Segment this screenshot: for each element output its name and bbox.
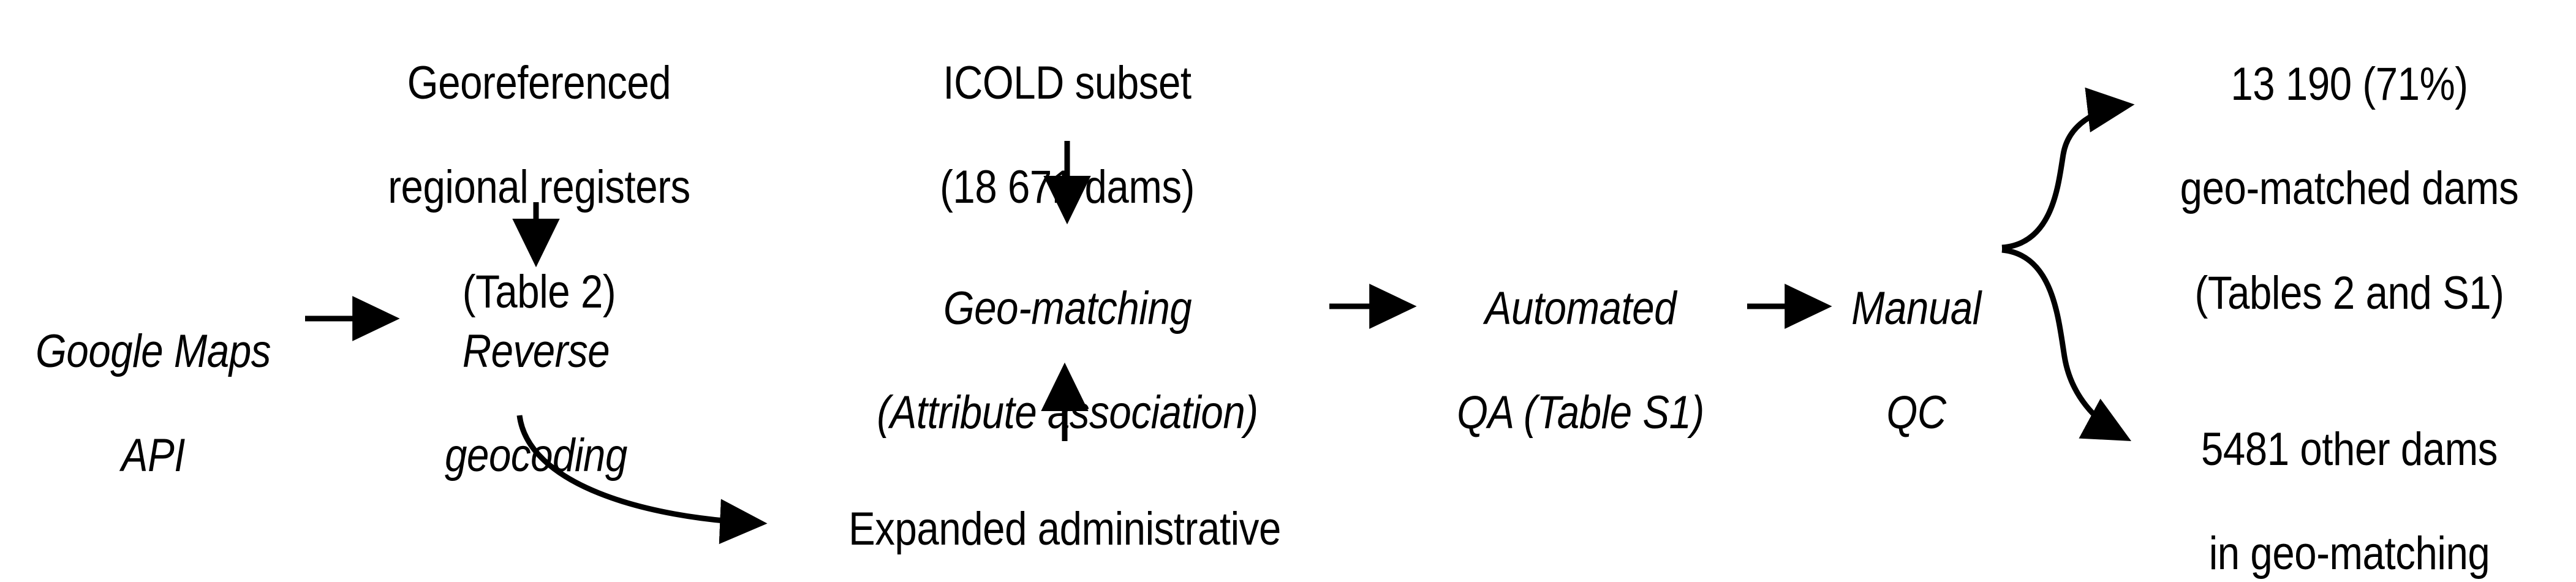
node-google-maps-api-line1: Google Maps — [35, 325, 271, 378]
node-geo-matching-line2: (Attribute association) — [877, 387, 1258, 439]
edge-qc-to-geomatched — [2001, 87, 2135, 251]
node-expanded-details: Expanded administrative details — [828, 451, 1302, 582]
node-regional-registers-line2: regional registers — [388, 161, 690, 214]
node-reverse-geocoding-line1: Reverse — [462, 325, 610, 378]
node-google-maps-api: Google Maps API — [27, 273, 280, 534]
node-reverse-geocoding-line2: geocoding — [445, 429, 627, 482]
node-other-dams-output-line2: in geo-matching — [2208, 527, 2490, 580]
edge-qc-to-other — [2001, 247, 2132, 442]
node-automated-qa-line1: Automated — [1484, 282, 1677, 335]
node-automated-qa-line2: QA (Table S1) — [1433, 387, 1728, 439]
node-other-dams-output: 5481 other dams in geo-matching regions — [2157, 371, 2542, 582]
node-regional-registers-line3: (Table 2) — [462, 265, 616, 318]
node-geo-matched-output-line1: 13 190 (71%) — [2230, 58, 2468, 111]
node-geo-matched-output-line2: geo-matched dams — [2180, 162, 2519, 215]
node-icold-subset-line2: (18 671 dams) — [940, 161, 1195, 214]
node-regional-registers: Georeferenced regional registers (Table … — [371, 5, 708, 370]
node-geo-matching: Geo-matching (Attribute association) — [871, 230, 1264, 491]
node-manual-qc-line2: QC — [1886, 387, 1946, 439]
node-geo-matched-output: 13 190 (71%) geo-matched dams (Tables 2 … — [2157, 6, 2542, 371]
node-google-maps-api-line2: API — [121, 429, 186, 482]
node-geo-matching-line1: Geo-matching — [943, 282, 1192, 335]
node-other-dams-output-line1: 5481 other dams — [2200, 423, 2498, 476]
node-manual-qc: Manual QC — [1837, 230, 1995, 491]
node-manual-qc-line1: Manual — [1851, 282, 1981, 335]
node-automated-qa-line2-italic: QA — [1457, 387, 1524, 439]
node-regional-registers-line1: Georeferenced — [407, 57, 671, 110]
node-automated-qa: Automated QA (Table S1) — [1433, 230, 1728, 491]
node-expanded-details-line1: Expanded administrative — [848, 503, 1281, 556]
node-icold-subset: ICOLD subset (18 671 dams) — [904, 5, 1230, 266]
node-geo-matched-output-line3: (Tables 2 and S1) — [2194, 266, 2504, 319]
node-automated-qa-line2-upright: (Table S1) — [1524, 387, 1704, 439]
node-reverse-geocoding: Reverse geocoding — [418, 273, 655, 534]
node-icold-subset-line1: ICOLD subset — [943, 57, 1192, 110]
